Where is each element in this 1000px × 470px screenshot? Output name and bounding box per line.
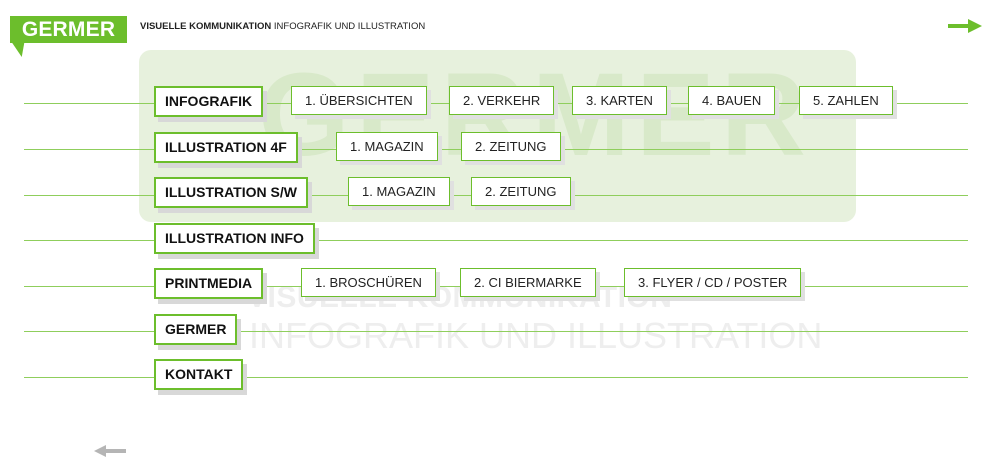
- submenu-item[interactable]: 1. ÜBERSICHTEN: [291, 86, 427, 115]
- logo[interactable]: GERMER: [10, 16, 127, 43]
- tagline: VISUELLE KOMMUNIKATION INFOGRAFIK UND IL…: [140, 21, 425, 32]
- submenu-item[interactable]: 2. VERKEHR: [449, 86, 555, 115]
- submenu-item[interactable]: 1. BROSCHÜREN: [301, 268, 436, 297]
- menu-germer[interactable]: GERMER: [154, 314, 238, 345]
- row-line: [24, 377, 968, 378]
- submenu-item[interactable]: 3. FLYER / CD / POSTER: [624, 268, 802, 297]
- tagline-bold: VISUELLE KOMMUNIKATION: [140, 21, 272, 32]
- arrow-right-icon[interactable]: [948, 19, 982, 33]
- menu-illustration-sw[interactable]: ILLUSTRATION S/W: [154, 177, 308, 208]
- submenu-item[interactable]: 2. ZEITUNG: [461, 132, 561, 161]
- row-line: [24, 331, 968, 332]
- submenu-item[interactable]: 4. BAUEN: [688, 86, 776, 115]
- menu-kontakt[interactable]: KONTAKT: [154, 359, 244, 390]
- submenu-item[interactable]: 2. ZEITUNG: [471, 177, 571, 206]
- arrow-left-icon[interactable]: [94, 444, 126, 458]
- submenu-item[interactable]: 3. KARTEN: [572, 86, 667, 115]
- tagline-rest: INFOGRAFIK UND ILLUSTRATION: [273, 21, 426, 32]
- logo-text: GERMER: [21, 18, 116, 41]
- menu-illustration-4f[interactable]: ILLUSTRATION 4F: [154, 132, 298, 163]
- submenu-item[interactable]: 1. MAGAZIN: [336, 132, 438, 161]
- row-line: [24, 240, 968, 241]
- submenu-item[interactable]: 5. ZAHLEN: [799, 86, 893, 115]
- menu-infografik[interactable]: INFOGRAFIK: [154, 86, 264, 117]
- logo-speech-tail: [12, 43, 28, 57]
- submenu-item[interactable]: 2. CI BIERMARKE: [460, 268, 596, 297]
- submenu-item[interactable]: 1. MAGAZIN: [348, 177, 450, 206]
- menu-printmedia[interactable]: PRINTMEDIA: [154, 268, 264, 299]
- menu-illustration-info[interactable]: ILLUSTRATION INFO: [154, 223, 315, 254]
- watermark-line-2: INFOGRAFIK UND ILLUSTRATION: [249, 315, 823, 356]
